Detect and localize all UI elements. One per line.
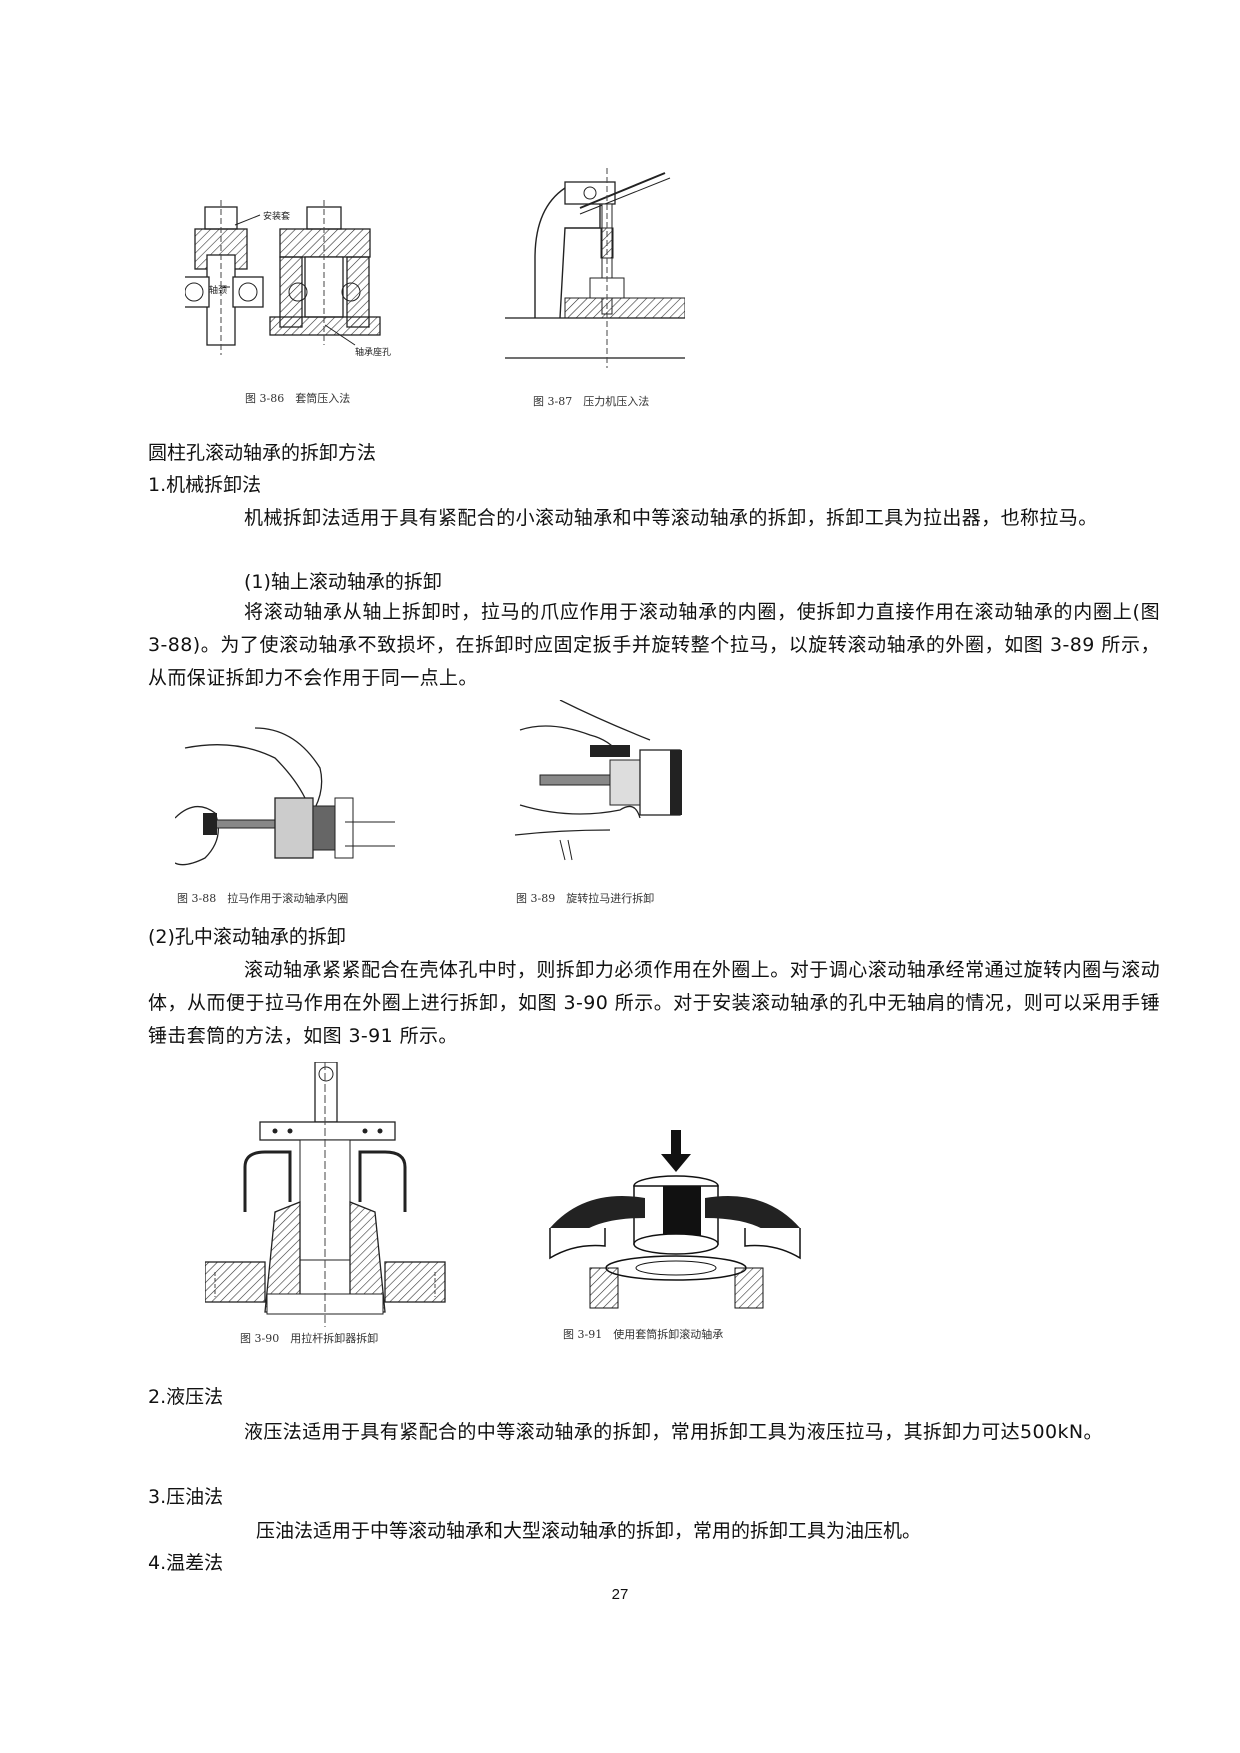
figure-3-91: 图 3-91 使用套筒拆卸滚动轴承 xyxy=(545,1128,805,1341)
caption-3-88: 图 3-88 拉马作用于滚动轴承内圈 xyxy=(177,892,349,905)
method-2-title: 2.液压法 xyxy=(148,1386,224,1408)
press-machine-diagram xyxy=(505,168,685,368)
figure-3-87: 图 3-87 压力机压入法 xyxy=(505,168,685,408)
method-3-title: 3.压油法 xyxy=(148,1486,224,1508)
method-4-title: 4.温差法 xyxy=(148,1552,224,1574)
rod-puller-diagram xyxy=(205,1062,446,1327)
caption-3-91: 图 3-91 使用套筒拆卸滚动轴承 xyxy=(563,1328,724,1341)
label-sleeve: 安装套 xyxy=(263,212,291,222)
caption-3-86: 图 3-86 套筒压入法 xyxy=(245,392,351,405)
method-1-sub-1-paragraph: 将滚动轴承从轴上拆卸时，拉马的爪应作用于滚动轴承的内圈，使拆卸力直接作用在滚动轴… xyxy=(148,601,1160,689)
sleeve-press-diagram xyxy=(185,200,381,355)
figure-3-90: 图 3-90 用拉杆拆卸器拆卸 xyxy=(205,1062,465,1345)
method-3-paragraph: 压油法适用于中等滚动轴承和大型滚动轴承的拆卸，常用的拆卸工具为油压机。 xyxy=(256,1520,922,1542)
figure-3-88: 图 3-88 拉马作用于滚动轴承内圈 xyxy=(175,718,395,905)
label-bearing-bore: 轴承座孔 xyxy=(355,348,392,358)
label-journal: 轴颈 xyxy=(209,286,228,296)
caption-3-87: 图 3-87 压力机压入法 xyxy=(533,395,650,408)
caption-3-89: 图 3-89 旋转拉马进行拆卸 xyxy=(516,892,655,905)
method-1-title: 1.机械拆卸法 xyxy=(148,474,262,496)
method-1-sub-2-paragraph: 滚动轴承紧紧配合在壳体孔中时，则拆卸力必须作用在外圈上。对于调心滚动轴承经常通过… xyxy=(148,959,1160,1047)
figure-3-89: 图 3-89 旋转拉马进行拆卸 xyxy=(510,700,700,905)
method-1-sub-1-title: (1)轴上滚动轴承的拆卸 xyxy=(244,571,442,593)
method-1-paragraph: 机械拆卸法适用于具有紧配合的小滚动轴承和中等滚动轴承的拆卸，拆卸工具为拉出器，也… xyxy=(244,507,1098,529)
sleeve-removal-diagram xyxy=(549,1130,801,1309)
page-number: 27 xyxy=(611,1586,629,1603)
rotating-puller-diagram xyxy=(514,700,682,861)
figure-3-86: 安装套 轴颈 轴承座孔 图 3-86 套筒压入法 xyxy=(185,195,425,405)
method-1-sub-2-title: (2)孔中滚动轴承的拆卸 xyxy=(148,926,346,948)
puller-inner-ring-diagram xyxy=(175,727,395,866)
caption-3-90: 图 3-90 用拉杆拆卸器拆卸 xyxy=(240,1332,379,1345)
method-2-paragraph: 液压法适用于具有紧配合的中等滚动轴承的拆卸，常用拆卸工具为液压拉马，其拆卸力可达… xyxy=(244,1421,1103,1443)
section-title: 圆柱孔滚动轴承的拆卸方法 xyxy=(148,442,377,464)
